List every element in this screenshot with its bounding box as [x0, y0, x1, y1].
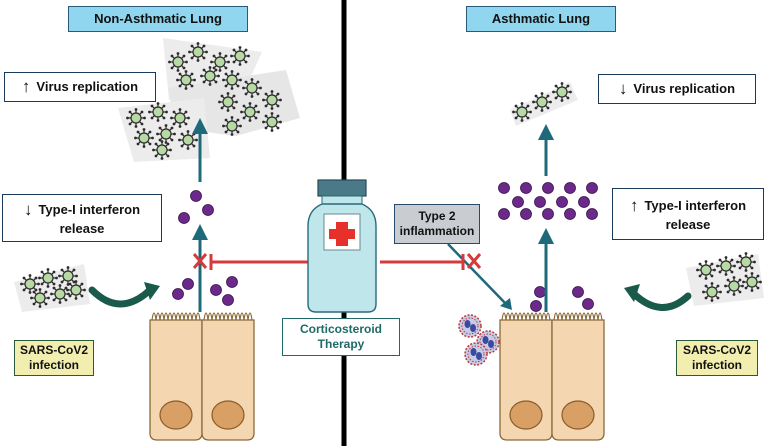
down-arrow-icon: ↓ — [23, 200, 33, 220]
left-interferon-line1: Type-I interferon — [38, 201, 141, 217]
right-infection-line2: infection — [692, 358, 742, 372]
left-infection-box: SARS-CoV2 infection — [14, 340, 94, 376]
left-virus-cloud — [118, 38, 300, 162]
right-infection-viruses — [686, 251, 764, 306]
type2-line1: Type 2 — [418, 209, 456, 223]
right-infection-line1: SARS-CoV2 — [682, 343, 751, 357]
left-title: Non-Asthmatic Lung — [68, 6, 248, 32]
eosinophil-icon — [458, 314, 500, 366]
therapy-line2: Therapy — [317, 337, 365, 351]
teal-arrows — [192, 118, 554, 312]
right-title: Asthmatic Lung — [466, 6, 616, 32]
left-interferon-line2: release — [59, 220, 105, 236]
inhibition-cross-icon — [192, 253, 482, 269]
corticosteroid-therapy-box: Corticosteroid Therapy — [282, 318, 400, 356]
right-interferon-line2: release — [665, 216, 711, 232]
down-arrow-icon: ↓ — [618, 79, 628, 99]
right-infection-arrowhead — [624, 284, 640, 302]
inhibition-lines — [209, 254, 465, 270]
left-infection-viruses — [14, 264, 90, 312]
vial-icon — [307, 179, 377, 313]
therapy-line1: Corticosteroid — [299, 322, 382, 336]
right-interferon-line1: Type-I interferon — [644, 197, 747, 213]
up-arrow-icon: ↑ — [21, 77, 31, 97]
right-infection-arrow — [630, 290, 692, 311]
left-infection-line1: SARS-CoV2 — [19, 343, 88, 357]
right-interferon-dots — [498, 182, 598, 312]
right-infection-box: SARS-CoV2 infection — [676, 340, 758, 376]
left-interferon-dots — [172, 190, 238, 306]
left-infection-arrow — [88, 286, 154, 308]
left-interferon-box: ↓ Type-I interferon release — [2, 194, 162, 242]
right-virus-box: ↓ Virus replication — [598, 74, 756, 104]
right-small-viruses — [510, 81, 578, 126]
left-infection-line2: infection — [29, 358, 79, 372]
right-interferon-box: ↑ Type-I interferon release — [612, 188, 764, 240]
left-epithelial-cells — [149, 312, 255, 441]
type2-inflammation-box: Type 2 inflammation — [394, 204, 480, 244]
up-arrow-icon: ↑ — [629, 196, 639, 216]
right-epithelial-cells — [499, 312, 605, 441]
right-virus-text: Virus replication — [633, 80, 736, 96]
left-virus-box: ↑ Virus replication — [4, 72, 156, 102]
left-virus-text: Virus replication — [36, 78, 139, 94]
type2-line2: inflammation — [399, 224, 475, 238]
left-infection-arrowhead — [144, 282, 160, 300]
